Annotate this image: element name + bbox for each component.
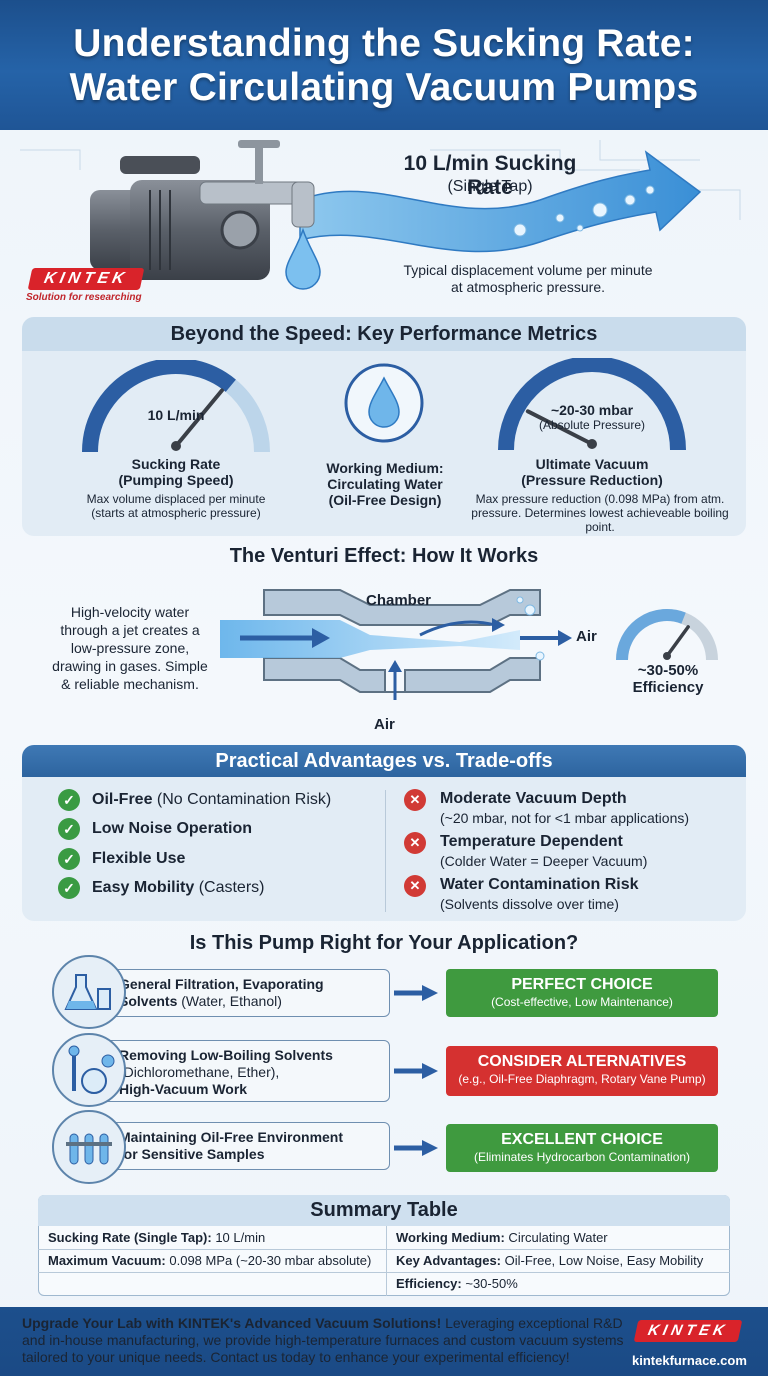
check-icon: ✓	[58, 789, 80, 811]
check-icon: ✓	[58, 877, 80, 899]
air-out-label: Air	[576, 628, 597, 645]
ultimate-vacuum-label: Ultimate Vacuum(Pressure Reduction)	[521, 456, 663, 488]
page-title-line2: Water Circulating Vacuum Pumps	[69, 66, 699, 109]
con-item-sub: (Solvents dissolve over time)	[440, 896, 619, 912]
venturi-description: High-velocity water through a jet create…	[52, 604, 208, 692]
header-banner: Understanding the Sucking Rate: Water Ci…	[0, 0, 768, 130]
advantages-divider	[385, 790, 386, 912]
con-item-sub: (~20 mbar, not for <1 mbar applications)	[440, 810, 690, 826]
x-icon: ✕	[404, 789, 426, 811]
ultimate-vacuum-gauge	[498, 358, 686, 451]
test-tubes-icon	[52, 1110, 126, 1184]
water-drop-icon	[344, 363, 424, 443]
sucking-rate-gauge	[82, 360, 270, 453]
venturi-title: The Venturi Effect: How It Works	[229, 545, 539, 567]
footer-url[interactable]: kintekfurnace.com	[632, 1353, 747, 1368]
vacuum-pump-icon	[90, 156, 270, 280]
venturi-diagram	[220, 589, 572, 700]
summary-cell: Sucking Rate (Single Tap): 10 L/min	[48, 1230, 266, 1245]
kintek-logo: KINTEK	[27, 268, 145, 290]
verdict-perfect-choice: PERFECT CHOICE(Cost-effective, Low Maint…	[446, 969, 718, 1017]
summary-row-divider	[38, 1249, 730, 1250]
ultimate-vacuum-value-sub: (Absolute Pressure)	[538, 418, 646, 432]
efficiency-gauge	[616, 609, 718, 661]
check-icon: ✓	[58, 848, 80, 870]
sucking-rate-label: Sucking Rate(Pumping Speed)	[118, 456, 234, 488]
arrow-right-icon	[394, 985, 438, 1001]
flow-arrow	[299, 150, 702, 253]
summary-cell: Key Advantages: Oil-Free, Low Noise, Eas…	[396, 1253, 704, 1268]
sucking-rate-desc: Max volume displaced per minute(starts a…	[86, 492, 266, 520]
application-scenario: Removing Low-Boiling Solvents (Dichlorom…	[100, 1040, 390, 1102]
summary-cell: Maximum Vacuum: 0.098 MPa (~20-30 mbar a…	[48, 1253, 372, 1268]
sucking-rate-value: 10 L/min	[147, 407, 205, 423]
ultimate-vacuum-desc: Max pressure reduction (0.098 MPa) from …	[471, 492, 729, 534]
check-icon: ✓	[58, 818, 80, 840]
chamber-label: Chamber	[366, 592, 432, 609]
hero-illustration	[20, 140, 741, 290]
application-scenario: General Filtration, Evaporating Solvents…	[100, 969, 390, 1017]
advantages-title: Practical Advantages vs. Trade-offs	[22, 745, 746, 777]
footer-cta: Upgrade Your Lab with KINTEK's Advanced …	[22, 1315, 624, 1365]
con-item: Water Contamination Risk	[440, 876, 639, 893]
application-scenario: Maintaining Oil-Free Environment for Sen…	[100, 1122, 390, 1170]
working-medium-label: Working Medium:Circulating Water(Oil-Fre…	[326, 460, 444, 508]
hero-rate-title: 10 L/min Sucking Rate	[403, 152, 577, 199]
summary-col-divider	[386, 1226, 387, 1296]
hero-description: Typical displacement volume per minute a…	[403, 262, 653, 295]
pro-item: Oil-Free (No Contamination Risk)	[92, 791, 332, 808]
efficiency-readout: ~30-50%Efficiency	[632, 662, 704, 696]
metrics-title: Beyond the Speed: Key Performance Metric…	[22, 317, 746, 351]
pro-item: Flexible Use	[92, 850, 186, 867]
kintek-tagline: Solution for researching	[26, 292, 142, 303]
x-icon: ✕	[404, 832, 426, 854]
arrow-right-icon	[394, 1063, 438, 1079]
pro-item: Low Noise Operation	[92, 820, 253, 837]
summary-cell: Working Medium: Circulating Water	[396, 1230, 608, 1245]
arrow-right-icon	[394, 1140, 438, 1156]
summary-row-divider	[38, 1272, 730, 1273]
verdict-consider-alternatives: CONSIDER ALTERNATIVES(e.g., Oil-Free Dia…	[446, 1046, 718, 1096]
con-item: Moderate Vacuum Depth	[440, 790, 627, 807]
flask-icon	[52, 955, 126, 1029]
summary-cell: Efficiency: ~30-50%	[396, 1276, 518, 1291]
application-title: Is This Pump Right for Your Application?	[189, 932, 579, 954]
verdict-excellent-choice: EXCELLENT CHOICE(Eliminates Hydrocarbon …	[446, 1124, 718, 1172]
page-title-line1: Understanding the Sucking Rate:	[73, 22, 695, 65]
kintek-logo: KINTEK	[633, 1320, 743, 1342]
ultimate-vacuum-value: ~20-30 mbar	[550, 402, 634, 418]
con-item: Temperature Dependent	[440, 833, 623, 850]
water-drop-icon	[285, 227, 321, 290]
con-item-sub: (Colder Water = Deeper Vacuum)	[440, 853, 648, 869]
air-in-label: Air	[374, 716, 395, 733]
lab-apparatus-icon	[52, 1033, 126, 1107]
water-tap-icon	[199, 140, 321, 290]
summary-title: Summary Table	[38, 1195, 730, 1226]
x-icon: ✕	[404, 875, 426, 897]
hero-rate-subtitle: (Single Tap)	[447, 178, 533, 195]
pro-item: Easy Mobility (Casters)	[92, 879, 265, 896]
